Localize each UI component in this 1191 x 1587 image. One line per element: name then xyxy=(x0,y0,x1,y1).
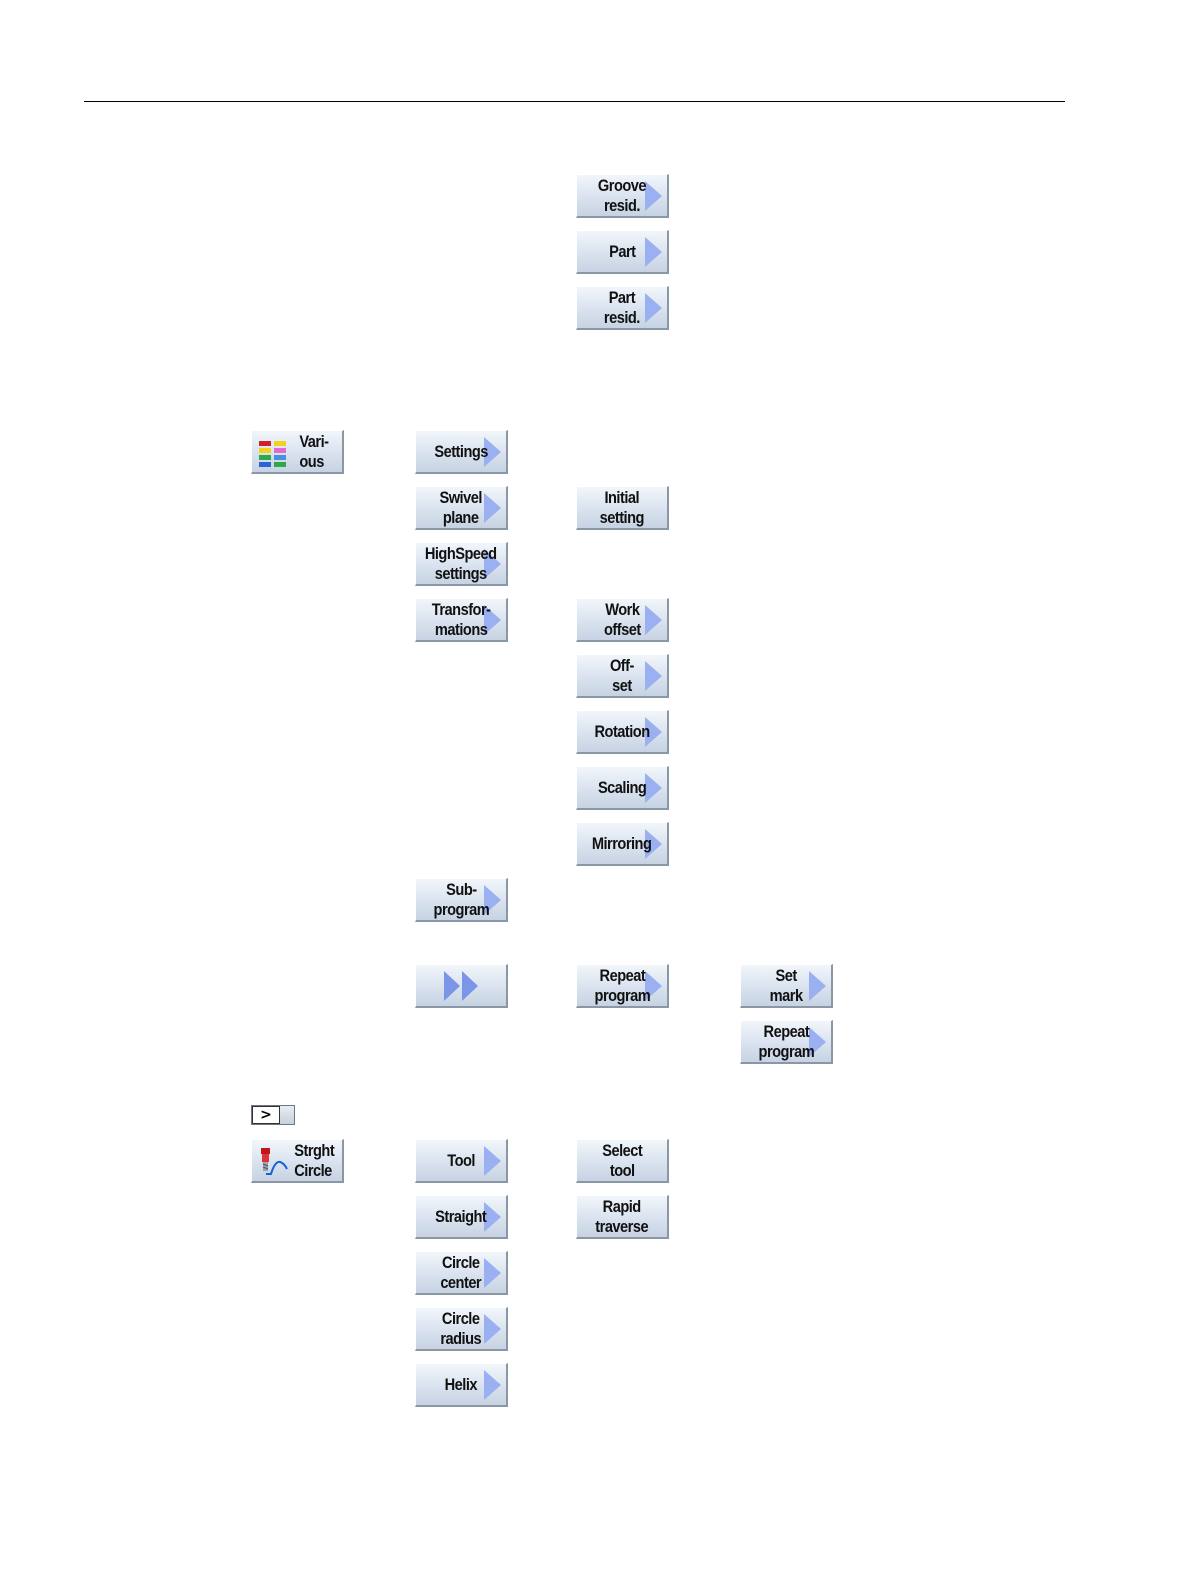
rapid-traverse-softkey[interactable]: Rapid traverse xyxy=(576,1195,669,1239)
chevron-right-icon xyxy=(484,436,501,467)
rotation-label: Rotation xyxy=(594,721,650,741)
work-offset-label: Work offset xyxy=(603,599,641,639)
scaling-softkey[interactable]: Scaling xyxy=(576,766,669,810)
subprogram-softkey[interactable]: Sub- program xyxy=(415,878,508,922)
chevron-right-icon xyxy=(645,660,662,691)
chevron-right-icon xyxy=(645,180,662,211)
circle-center-label: Circle center xyxy=(440,1252,482,1292)
scaling-label: Scaling xyxy=(597,777,647,797)
settings-label: Settings xyxy=(434,441,488,461)
rotation-softkey[interactable]: Rotation xyxy=(576,710,669,754)
mirroring-softkey[interactable]: Mirroring xyxy=(576,822,669,866)
chevron-right-icon xyxy=(645,970,662,1001)
swivel-plane-label: Swivel plane xyxy=(439,487,483,527)
chevron-right-icon xyxy=(484,604,501,635)
chevron-right-icon xyxy=(484,548,501,579)
repeat-program-2-label: Repeat program xyxy=(758,1021,814,1061)
straight-label: Straight xyxy=(435,1206,487,1226)
chevron-right-icon xyxy=(484,1369,501,1400)
tool-label: Tool xyxy=(447,1150,475,1170)
repeat-program-softkey[interactable]: Repeat program xyxy=(576,964,669,1008)
header-rule xyxy=(84,101,1065,102)
tool-softkey[interactable]: Tool xyxy=(415,1139,508,1183)
highspeed-settings-label: HighSpeed settings xyxy=(425,543,497,583)
various-color-grid-icon xyxy=(259,441,286,467)
part-resid-label: Part resid. xyxy=(604,287,640,327)
select-tool-label: Select tool xyxy=(602,1140,643,1180)
initial-setting-softkey[interactable]: Initial setting xyxy=(576,486,669,530)
rapid-traverse-label: Rapid traverse xyxy=(595,1196,649,1236)
work-offset-softkey[interactable]: Work offset xyxy=(576,598,669,642)
transformations-label: Transfor- mations xyxy=(431,599,491,639)
offset-softkey[interactable]: Off- set xyxy=(576,654,669,698)
chevron-right-icon xyxy=(645,292,662,323)
chevron-right-icon xyxy=(645,236,662,267)
circle-radius-label: Circle radius xyxy=(440,1308,482,1348)
settings-softkey[interactable]: Settings xyxy=(415,430,508,474)
mirroring-label: Mirroring xyxy=(592,833,652,853)
various-label: Vari- ous xyxy=(299,431,329,471)
chevron-right-icon xyxy=(645,772,662,803)
chevron-right-icon xyxy=(484,1257,501,1288)
chevron-right-icon xyxy=(809,1026,826,1057)
circle-radius-softkey[interactable]: Circle radius xyxy=(415,1307,508,1351)
repeat-program-2-softkey[interactable]: Repeat program xyxy=(740,1020,833,1064)
chevron-right-icon xyxy=(484,492,501,523)
straight-softkey[interactable]: Straight xyxy=(415,1195,508,1239)
select-tool-softkey[interactable]: Select tool xyxy=(576,1139,669,1183)
helix-label: Helix xyxy=(444,1374,478,1394)
chevron-right-icon xyxy=(484,1145,501,1176)
milling-cutter-path-icon xyxy=(261,1148,288,1175)
chevron-right-icon xyxy=(645,716,662,747)
part-label: Part xyxy=(608,241,636,261)
initial-setting-label: Initial setting xyxy=(599,487,645,527)
chevron-right-icon xyxy=(484,1201,501,1232)
swivel-plane-softkey[interactable]: Swivel plane xyxy=(415,486,508,530)
strght-circle-label: Strght Circle xyxy=(294,1140,334,1180)
groove-resid-label: Groove resid. xyxy=(597,175,647,215)
offset-label: Off- set xyxy=(610,655,634,695)
strght-circle-softkey[interactable]: Strght Circle xyxy=(251,1139,344,1183)
chevron-right-icon xyxy=(484,1313,501,1344)
groove-resid-softkey[interactable]: Groove resid. xyxy=(576,174,669,218)
highspeed-settings-softkey[interactable]: HighSpeed settings xyxy=(415,542,508,586)
double-arrow-icon xyxy=(444,970,478,1001)
part-resid-softkey[interactable]: Part resid. xyxy=(576,286,669,330)
command-prompt-icon: > xyxy=(252,1106,280,1124)
repeat-program-label: Repeat program xyxy=(594,965,650,1005)
various-softkey[interactable]: Vari- ous xyxy=(251,430,344,474)
chevron-right-icon xyxy=(484,884,501,915)
subprogram-label: Sub- program xyxy=(433,879,489,919)
part-softkey[interactable]: Part xyxy=(576,230,669,274)
transformations-softkey[interactable]: Transfor- mations xyxy=(415,598,508,642)
circle-center-softkey[interactable]: Circle center xyxy=(415,1251,508,1295)
set-mark-softkey[interactable]: Set mark xyxy=(740,964,833,1008)
chevron-right-icon xyxy=(809,970,826,1001)
more-softkey[interactable] xyxy=(415,964,508,1008)
chevron-right-icon xyxy=(645,828,662,859)
command-key[interactable]: > xyxy=(251,1105,295,1125)
set-mark-label: Set mark xyxy=(769,965,803,1005)
chevron-right-icon xyxy=(645,604,662,635)
helix-softkey[interactable]: Helix xyxy=(415,1363,508,1407)
